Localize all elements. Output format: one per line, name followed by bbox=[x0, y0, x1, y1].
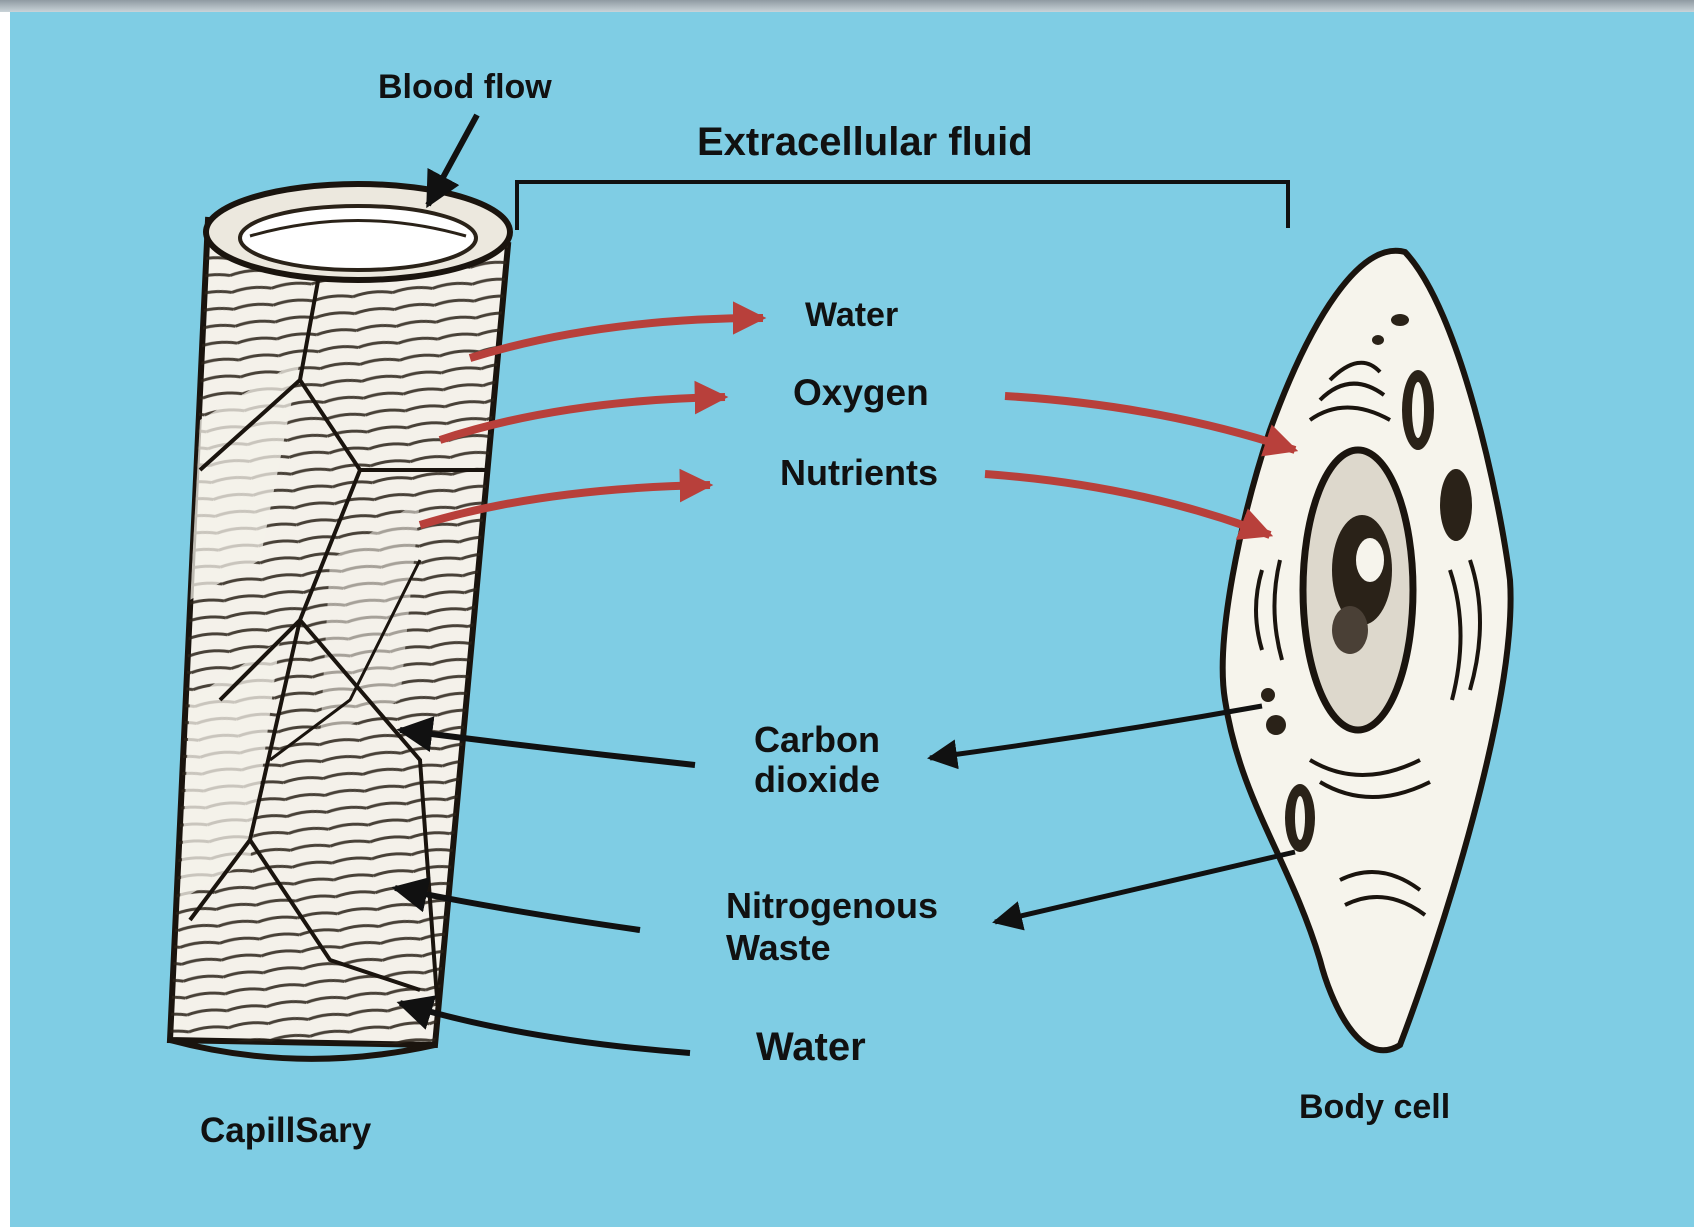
label-carbon-dioxide-1: Carbon bbox=[754, 719, 880, 760]
label-nutrients: Nutrients bbox=[780, 452, 938, 493]
label-extracellular-fluid: Extracellular fluid bbox=[697, 120, 1033, 164]
label-capillary: CapillSary bbox=[200, 1111, 372, 1150]
label-body-cell: Body cell bbox=[1299, 1088, 1450, 1126]
label-carbon-dioxide-2: dioxide bbox=[754, 759, 880, 800]
label-water-in: Water bbox=[805, 296, 898, 334]
label-nitrogenous-waste-1: Nitrogenous bbox=[726, 885, 938, 926]
label-nitrogenous-waste-2: Waste bbox=[726, 927, 831, 968]
label-water-out: Water bbox=[756, 1025, 866, 1069]
label-oxygen: Oxygen bbox=[793, 372, 929, 413]
label-blood-flow: Blood flow bbox=[378, 68, 552, 106]
